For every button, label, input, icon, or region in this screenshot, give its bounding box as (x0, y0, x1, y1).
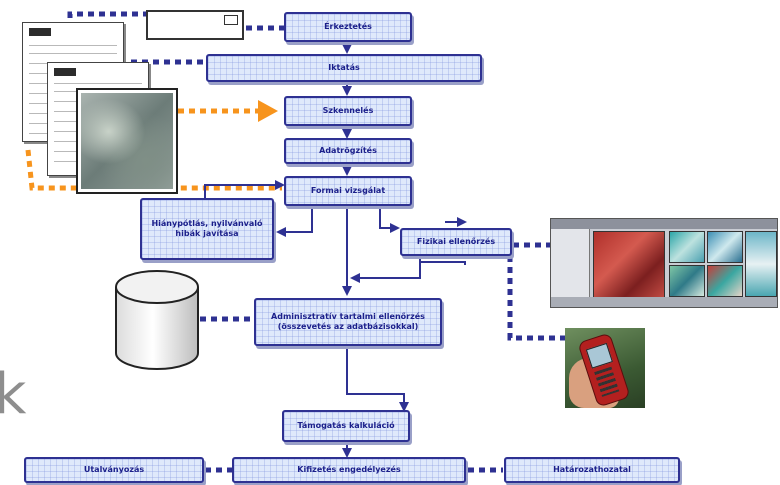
arrow-formai-fizikai (379, 205, 400, 233)
gis-sidebar (551, 229, 590, 307)
gps-device-keypad (594, 366, 620, 397)
arrow-formai-hiany (276, 205, 313, 237)
gis-toolbar (551, 219, 777, 229)
step-formai: Formai vizsgálat (284, 176, 412, 206)
gps-device-screen (585, 342, 613, 369)
step-iktatas-label: Iktatás (328, 63, 360, 72)
form-logo (29, 28, 51, 36)
aerial-photo-image (81, 93, 173, 189)
gis-map-tile-1 (669, 231, 705, 263)
step-tamogatas-label: Támogatás kalkuláció (297, 421, 395, 430)
step-kifizetes-label: Kifizetés engedélyezés (297, 465, 401, 474)
step-fizikai-label: Fizikai ellenőrzés (416, 237, 496, 246)
step-szkenneles: Szkennelés (284, 96, 412, 126)
step-utalvanyozas-label: Utalványozás (83, 465, 145, 474)
step-erkeztetes: Érkeztetés (284, 12, 412, 42)
envelope-stamp (224, 15, 238, 25)
dashed-link-gps (507, 256, 565, 341)
step-szkenneles-label: Szkennelés (322, 106, 374, 115)
database-cylinder-graphic (115, 270, 199, 370)
gis-map-red-fields (593, 231, 665, 299)
step-formai-label: Formai vizsgálat (310, 186, 386, 195)
aerial-photo-icon (76, 88, 178, 194)
envelope-icon (146, 10, 244, 40)
step-hatarozat: Határozathozatal (504, 457, 680, 483)
gis-software-screenshot-icon (550, 218, 778, 308)
gis-map-tile-3 (669, 265, 705, 297)
arrow-hiany-formai (204, 180, 285, 198)
step-hianypotlas-label: Hiánypótlás, nyilvánvaló hibák javítása (151, 219, 263, 238)
arrow-fizikai-right (420, 261, 466, 265)
step-adminisztrativ-label: Adminisztratív tartalmi ellenőrzés (össz… (271, 312, 425, 331)
gis-map-tile-2 (707, 231, 743, 263)
step-adatrogzites-label: Adatrögzítés (319, 146, 377, 155)
step-tamogatas: Támogatás kalkuláció (282, 410, 410, 442)
dashed-link-envelope (67, 11, 146, 18)
step-kifizetes: Kifizetés engedélyezés (232, 457, 466, 483)
form-logo (54, 68, 76, 76)
database-cylinder-icon (112, 265, 202, 375)
orange-return-link (25, 149, 282, 191)
arrow-fizikai-admin (350, 254, 421, 283)
step-hatarozat-label: Határozathozatal (553, 465, 631, 474)
gps-handheld-device-icon (565, 328, 645, 408)
step-iktatas: Iktatás (206, 54, 482, 82)
step-fizikai: Fizikai ellenőrzés (400, 228, 512, 256)
gis-map-tile-5 (745, 231, 777, 297)
orange-arrowhead (258, 100, 278, 122)
step-hianypotlas: Hiánypótlás, nyilvánvaló hibák javítása (140, 198, 274, 260)
step-utalvanyozas: Utalványozás (24, 457, 204, 483)
arrow-admin-tam (346, 346, 409, 412)
partial-heading-text: k (0, 362, 27, 427)
step-adatrogzites: Adatrögzítés (284, 138, 412, 164)
step-adminisztrativ: Adminisztratív tartalmi ellenőrzés (össz… (254, 298, 442, 346)
gis-map-tile-4 (707, 265, 743, 297)
gis-statusbar (551, 297, 777, 307)
step-erkeztetes-label: Érkeztetés (324, 22, 372, 31)
